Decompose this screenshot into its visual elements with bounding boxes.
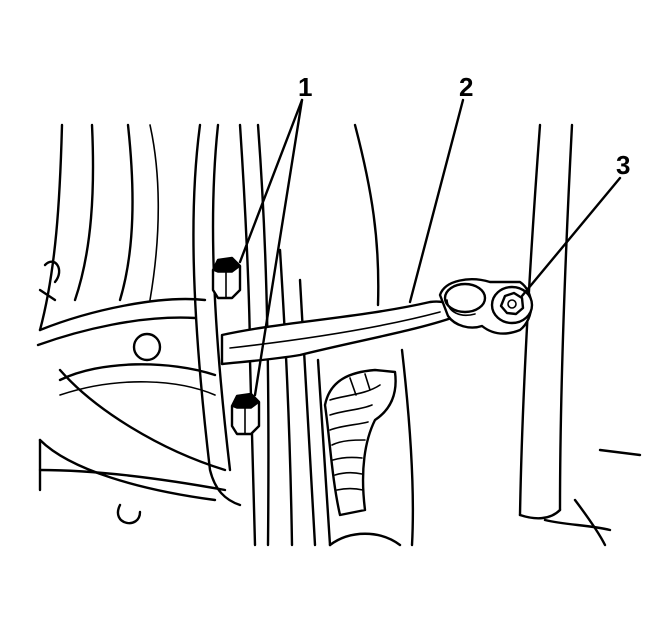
door-inner-panel: [36, 123, 227, 525]
callout-label-3: 3: [616, 150, 630, 180]
callout-leaders: [238, 98, 622, 397]
door-check-link: [220, 278, 533, 366]
nut-lower: [230, 392, 261, 436]
body-pillar: [328, 123, 642, 547]
wiring-harness-conduit: [323, 368, 397, 517]
door-edge: [192, 123, 332, 547]
nut-upper: [211, 256, 242, 300]
callout-label-1: 1: [298, 72, 312, 102]
callout-label-2: 2: [459, 72, 473, 102]
